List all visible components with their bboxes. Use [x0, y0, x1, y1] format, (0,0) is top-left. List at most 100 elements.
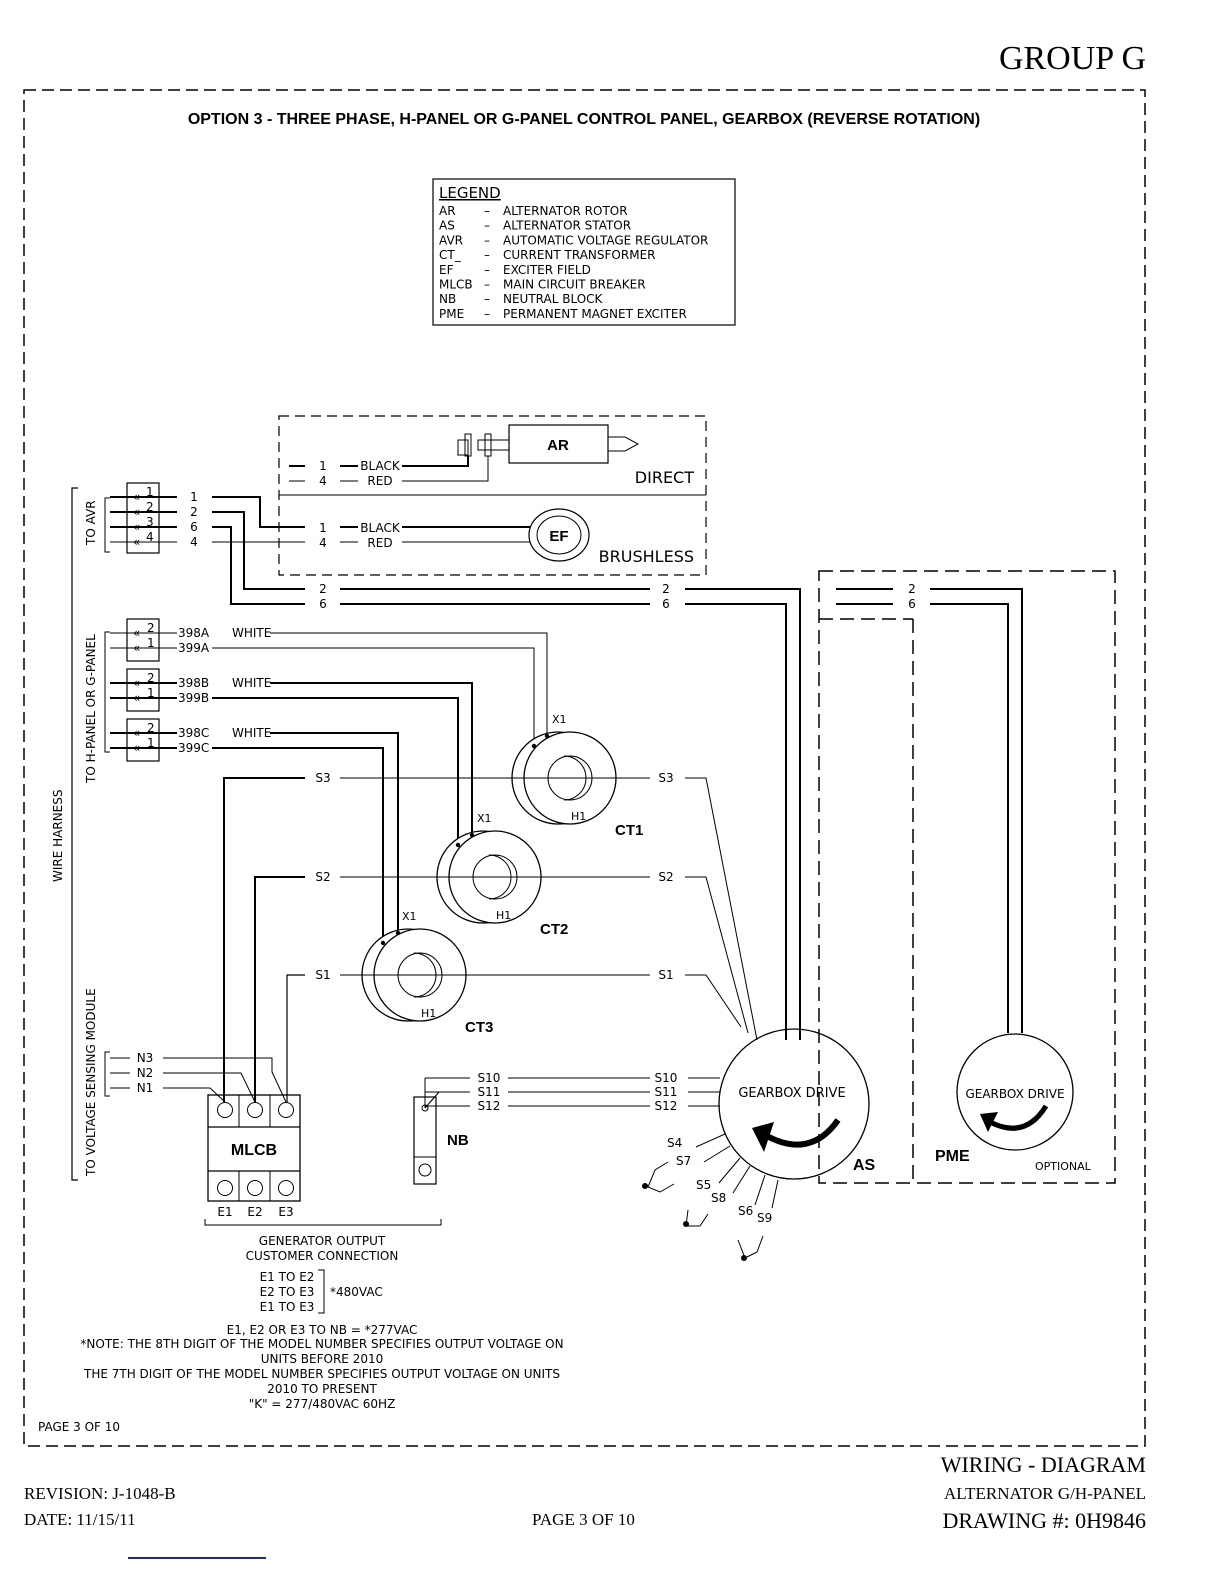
- svg-text:S10: S10: [655, 1071, 678, 1085]
- optional-label: OPTIONAL: [1035, 1160, 1092, 1173]
- svg-text:S4: S4: [667, 1136, 682, 1150]
- brushless-label: BRUSHLESS: [599, 547, 694, 566]
- legend-dash: –: [484, 233, 490, 247]
- legend: LEGEND AR–ALTERNATOR ROTORAS–ALTERNATOR …: [432, 178, 736, 326]
- ct-secondary-label: S1: [315, 968, 330, 982]
- pin-number: 1: [147, 686, 155, 700]
- wire-number: 398B: [178, 676, 209, 690]
- chevron-connector-icon: «: [133, 741, 140, 755]
- ct-name: CT2: [540, 921, 568, 938]
- avr-pin-number: 3: [146, 515, 154, 529]
- direct-label: DIRECT: [635, 468, 694, 487]
- link-underline[interactable]: [128, 1557, 266, 1559]
- wire-number: 398C: [178, 726, 209, 740]
- svg-text:"K" = 277/480VAC 60HZ: "K" = 277/480VAC 60HZ: [249, 1397, 396, 1411]
- svg-text:6: 6: [908, 597, 916, 611]
- svg-text:GEARBOX DRIVE: GEARBOX DRIVE: [965, 1087, 1064, 1101]
- ar-label: AR: [547, 437, 569, 454]
- svg-text:S10: S10: [478, 1071, 501, 1085]
- svg-text:S6: S6: [738, 1204, 753, 1218]
- wire-number: 399C: [178, 741, 209, 755]
- svg-text:S9: S9: [757, 1211, 772, 1225]
- wire-number: 398A: [178, 626, 210, 640]
- chevron-connector-icon: «: [133, 490, 140, 504]
- svg-text:E2: E2: [247, 1205, 262, 1219]
- wire-number: 399A: [178, 641, 210, 655]
- legend-desc: CURRENT TRANSFORMER: [503, 248, 655, 262]
- legend-dash: –: [484, 278, 490, 292]
- svg-text:S5: S5: [696, 1178, 711, 1192]
- svg-text:GENERATOR OUTPUT: GENERATOR OUTPUT: [259, 1234, 386, 1248]
- avr-wire-number: 4: [190, 535, 198, 549]
- chevron-connector-icon: «: [133, 520, 140, 534]
- footer-subtitle: ALTERNATOR G/H-PANEL: [944, 1484, 1146, 1503]
- svg-text:S8: S8: [711, 1191, 726, 1205]
- svg-text:2: 2: [319, 582, 327, 596]
- avr-pin-number: 2: [146, 500, 154, 514]
- svg-text:E1 TO E2: E1 TO E2: [260, 1270, 315, 1284]
- mlcb-breaker: MLCB E1 E2 E3 N3 N2 N1: [104, 777, 305, 1219]
- svg-text:E1 TO E3: E1 TO E3: [260, 1300, 315, 1314]
- legend-heading: LEGEND: [439, 184, 501, 202]
- legend-abbr: PME: [439, 307, 464, 321]
- svg-text:4: 4: [319, 474, 327, 488]
- svg-text:N2: N2: [137, 1066, 154, 1080]
- ct-secondary-label: S2: [315, 870, 330, 884]
- svg-text:S12: S12: [655, 1099, 678, 1113]
- svg-text:*NOTE: THE 8TH DIGIT OF THE M: *NOTE: THE 8TH DIGIT OF THE MODEL NUMBER…: [80, 1337, 563, 1351]
- svg-text:2: 2: [908, 582, 916, 596]
- legend-dash: –: [484, 307, 490, 321]
- svg-text:GEARBOX DRIVE: GEARBOX DRIVE: [738, 1086, 845, 1101]
- wire-color-white: WHITE: [232, 676, 271, 690]
- svg-text:E1, E2 OR E3 TO NB = *277VAC: E1, E2 OR E3 TO NB = *277VAC: [227, 1323, 418, 1337]
- legend-abbr: AVR: [439, 233, 463, 247]
- chevron-connector-icon: «: [133, 676, 140, 690]
- avr-pin-number: 1: [146, 485, 154, 499]
- pin-number: 1: [147, 736, 155, 750]
- ct-h1-label: H1: [571, 810, 586, 823]
- svg-text:N3: N3: [137, 1051, 154, 1065]
- svg-text:RED: RED: [367, 536, 392, 550]
- neutral-block: NB: [413, 1078, 470, 1185]
- ct-secondary-label: S3: [658, 771, 673, 785]
- page-number: PAGE 3 OF 10: [532, 1510, 635, 1529]
- chevron-connector-icon: «: [133, 535, 140, 549]
- rotor-box: DIRECT BRUSHLESS AR 1 4 BLACK RED EF 1 4…: [278, 415, 707, 576]
- legend-desc: NEUTRAL BLOCK: [503, 292, 604, 306]
- svg-text:CUSTOMER CONNECTION: CUSTOMER CONNECTION: [246, 1249, 399, 1263]
- svg-text:UNITS BEFORE 2010: UNITS BEFORE 2010: [261, 1352, 384, 1366]
- svg-text:S7: S7: [676, 1154, 691, 1168]
- to-avr-label: TO AVR: [84, 500, 98, 546]
- avr-wire-number: 2: [190, 505, 198, 519]
- pme-gearbox-drive: [956, 1033, 1074, 1151]
- nb-label: NB: [447, 1132, 469, 1149]
- ct-x1-label: X1: [402, 910, 417, 923]
- ct-secondary-label: S2: [658, 870, 673, 884]
- legend-desc: ALTERNATOR STATOR: [503, 219, 631, 233]
- ct-x1-label: X1: [477, 812, 492, 825]
- rotation-arrow-icon: [763, 1118, 841, 1148]
- svg-text:S11: S11: [478, 1085, 501, 1099]
- ct-h1-label: H1: [496, 909, 511, 922]
- legend-abbr: MLCB: [439, 278, 473, 292]
- pin-number: 2: [147, 671, 155, 685]
- ef-exciter-field: [528, 508, 590, 562]
- chevron-connector-icon: «: [133, 641, 140, 655]
- slip-ring-2: [484, 433, 492, 457]
- pin-number: 1: [147, 636, 155, 650]
- chevron-connector-icon: «: [133, 626, 140, 640]
- inner-page-number: PAGE 3 OF 10: [38, 1420, 120, 1434]
- output-bracket: [204, 1219, 442, 1226]
- group-title: GROUP G: [998, 40, 1146, 77]
- pme-box: 2 6 GEARBOX DRIVE PME OPTIONAL: [818, 570, 1116, 1184]
- ct-name: CT1: [615, 822, 643, 839]
- legend-dash: –: [484, 248, 490, 262]
- svg-text:S11: S11: [655, 1085, 678, 1099]
- svg-text:N1: N1: [137, 1081, 154, 1095]
- svg-text:THE 7TH DIGIT OF THE MODEL NUM: THE 7TH DIGIT OF THE MODEL NUMBER SPECIF…: [83, 1367, 560, 1381]
- svg-text:4: 4: [319, 536, 327, 550]
- wire-number: 399B: [178, 691, 209, 705]
